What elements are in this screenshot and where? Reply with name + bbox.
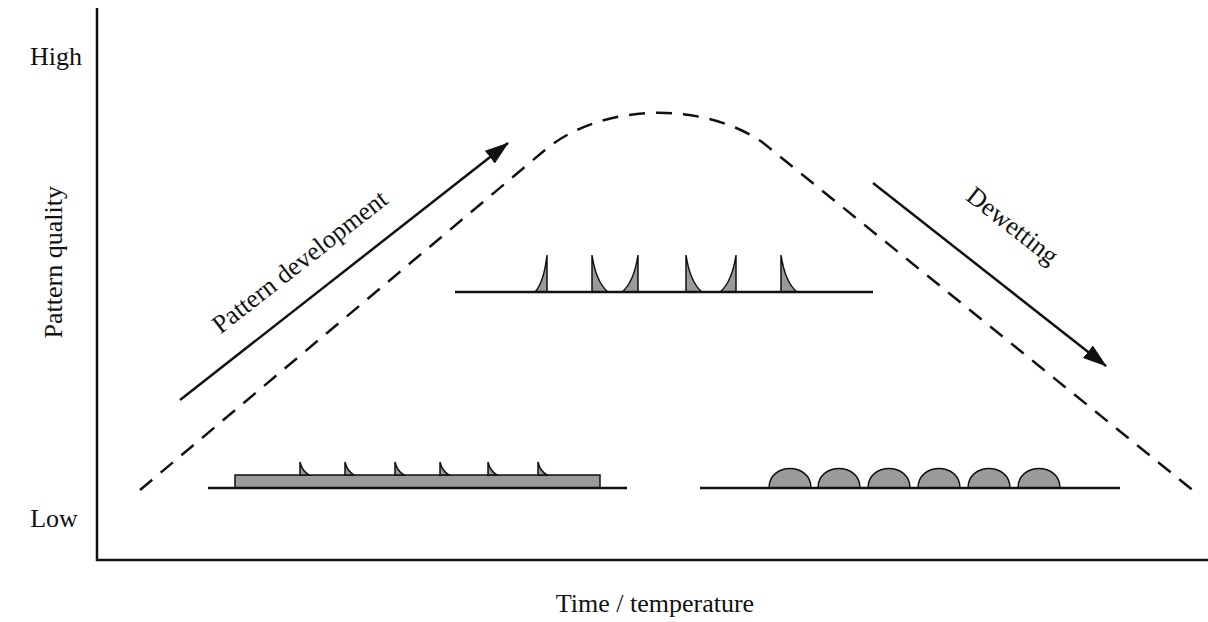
small-spike [345,462,354,475]
development-arrow [180,143,508,400]
small-spike [300,462,309,475]
axis-low-label: Low [30,505,78,534]
small-spike [440,462,449,475]
x-axis-title: Time / temperature [556,590,754,619]
arrow-label: Dewetting [961,181,1064,270]
pattern-inset [455,255,873,292]
small-spike [538,462,547,475]
small-spike [488,462,497,475]
initial-film-inset [208,462,627,488]
axis-high-label: High [30,43,82,72]
dewetted-inset [700,469,1120,489]
y-axis [96,8,99,561]
arrow-label: Pattern development [207,185,394,340]
quality-curve [140,113,1195,492]
y-axis-title: Pattern quality [40,186,69,338]
small-spike [395,462,404,475]
x-axis [96,559,1208,562]
